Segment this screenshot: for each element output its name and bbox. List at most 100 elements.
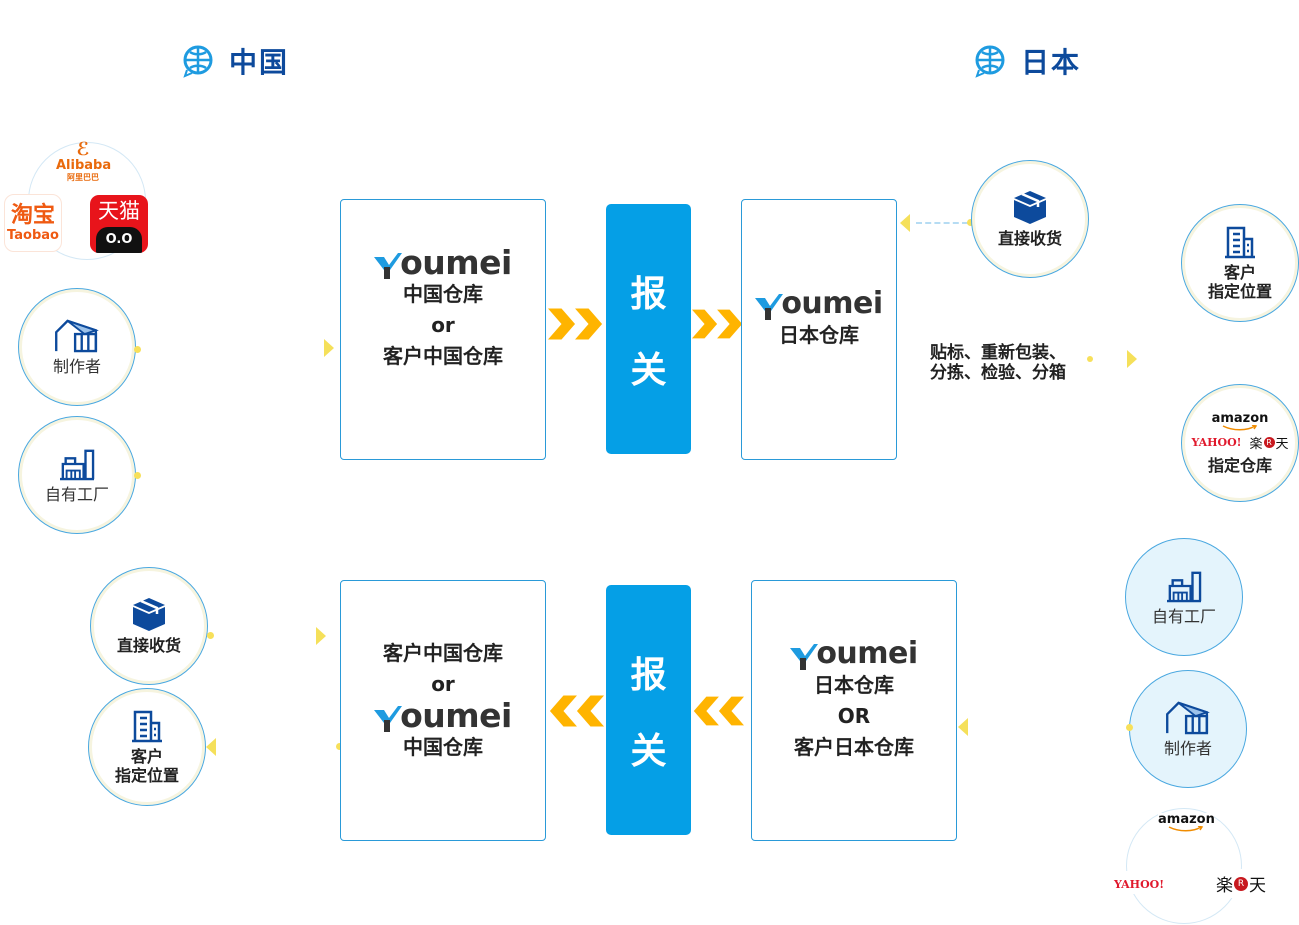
region-title-japan: 日本 [1021,46,1082,79]
chevron-right-icon [692,308,744,340]
yahoo-japan-logo: YAHOO! [1191,435,1242,449]
rakuten-r-icon: R [1263,436,1275,448]
factory-icon [1164,569,1204,603]
warehouse-line: 客户中国仓库 [383,344,503,368]
tmall-cat-icon: O.O [96,227,142,253]
direct-receive-label: 直接收货 [116,635,181,655]
connector-dot [1087,356,1093,362]
tmall-logo: 天猫 O.O [90,195,148,253]
china-maker-circle[interactable]: 制作者 [18,288,136,406]
house-icon [1164,701,1212,735]
youmei-wordmark: oumei [400,243,512,282]
warehouse-line: 中国仓库 [403,735,483,759]
yahoo-label: YAHOO! [1114,878,1165,891]
youmei-check-icon [374,253,402,279]
customer-label: 客户 [130,747,163,766]
warehouse-or: or [431,672,455,696]
connector-dot [134,346,141,353]
rakuten-r-icon: R [1234,876,1248,891]
customs-label: 报 [630,274,667,315]
warehouse-or: or [431,313,455,337]
connector-dot [207,632,214,639]
youmei-wordmark: oumei [781,286,883,321]
customer-label: 客户 [1223,263,1256,282]
customs-clearance-block[interactable]: 报 关 [606,204,691,454]
connector-dot [1126,724,1133,731]
youmei-check-icon [374,706,402,732]
customs-label: 关 [630,731,667,772]
amazon-label: amazon [1158,812,1215,827]
rakuten-char: 楽 [1249,436,1263,452]
youmei-logo: oumei [755,286,883,321]
taobao-cn-label: 淘宝 [10,202,55,228]
dashed-connector [916,222,968,224]
warehouse-line: 日本仓库 [814,673,894,697]
amazon-logo: amazon [1158,812,1215,832]
japan-direct-receive-circle[interactable]: 直接收货 [971,160,1089,278]
taobao-logo: 淘宝 Taobao [4,194,62,252]
warehouse-line: 客户中国仓库 [383,641,503,665]
region-title-china: 中国 [229,46,290,79]
youmei-wordmark: oumei [816,636,918,671]
japan-maker-circle[interactable]: 制作者 [1129,670,1247,788]
connector-arrow-left [206,738,216,756]
connector-dot [967,219,974,226]
youmei-logo: oumei [374,699,512,732]
customs-clearance-block-inbound[interactable]: 报 关 [606,585,691,835]
connector-dot [134,472,141,479]
warehouse-or: OR [837,704,871,728]
box-icon [1010,191,1050,225]
connector-arrow-right [316,627,326,645]
japan-warehouse-box-inbound[interactable]: oumei 日本仓库 OR 客户日本仓库 [751,580,957,841]
connector-arrow-left [900,214,910,232]
customs-label: 关 [630,350,667,391]
globe-icon [973,44,1007,78]
connector-dot [336,743,343,750]
alibaba-label: Alibaba [56,158,112,173]
connector-arrow-right [324,339,334,357]
youmei-check-icon [755,294,783,320]
factory-icon [57,447,97,481]
warehouse-line: 客户日本仓库 [794,735,914,759]
china-direct-receive-circle[interactable]: 直接收货 [90,567,208,685]
chevron-right-icon [548,308,604,340]
japan-factory-circle[interactable]: 自有工厂 [1125,538,1243,656]
connector-arrow-left [958,718,968,736]
amazon-logo: amazon [1211,410,1269,431]
region-header-china: 中国 [181,41,289,81]
house-icon [53,319,101,353]
maker-label: 制作者 [1163,738,1212,758]
chevron-left-icon [548,695,604,727]
connector-arrow-right [1127,350,1137,368]
building-icon [127,709,167,743]
yahoo-japan-logo: YAHOO! [1112,871,1167,894]
chevron-left-icon [692,695,744,727]
customer-location-circle[interactable]: 客户 指定位置 [1181,204,1299,322]
globe-icon [181,44,215,78]
china-warehouse-box[interactable]: oumei 中国仓库 or 客户中国仓库 [340,199,546,460]
china-factory-circle[interactable]: 自有工厂 [18,416,136,534]
box-icon [129,598,169,632]
youmei-logo: oumei [790,636,918,671]
amazon-label: amazon [1211,410,1269,426]
alibaba-cn-label: 阿里巴巴 [67,173,99,182]
china-customer-location-circle[interactable]: 客户 指定位置 [88,688,206,806]
china-warehouse-box-inbound[interactable]: 客户中国仓库 or oumei 中国仓库 [340,580,546,841]
alibaba-logo: ℰ Alibaba 阿里巴巴 [56,140,112,184]
services-line: 贴标、重新包装、 [930,343,1066,363]
tmall-cn-label: 天猫 [98,199,140,223]
services-line: 分拣、检验、分箱 [930,363,1066,383]
factory-label: 自有工厂 [44,484,109,504]
japan-warehouse-box[interactable]: oumei 日本仓库 [741,199,897,460]
warehouse-line: 日本仓库 [779,323,859,347]
rakuten-char: 楽 [1216,876,1233,896]
warehouse-line: 中国仓库 [403,282,483,306]
direct-receive-label: 直接收货 [997,228,1062,248]
designated-warehouse-label: 指定仓库 [1207,455,1272,475]
customer-label: 指定位置 [114,766,179,785]
customs-label: 报 [630,655,667,696]
